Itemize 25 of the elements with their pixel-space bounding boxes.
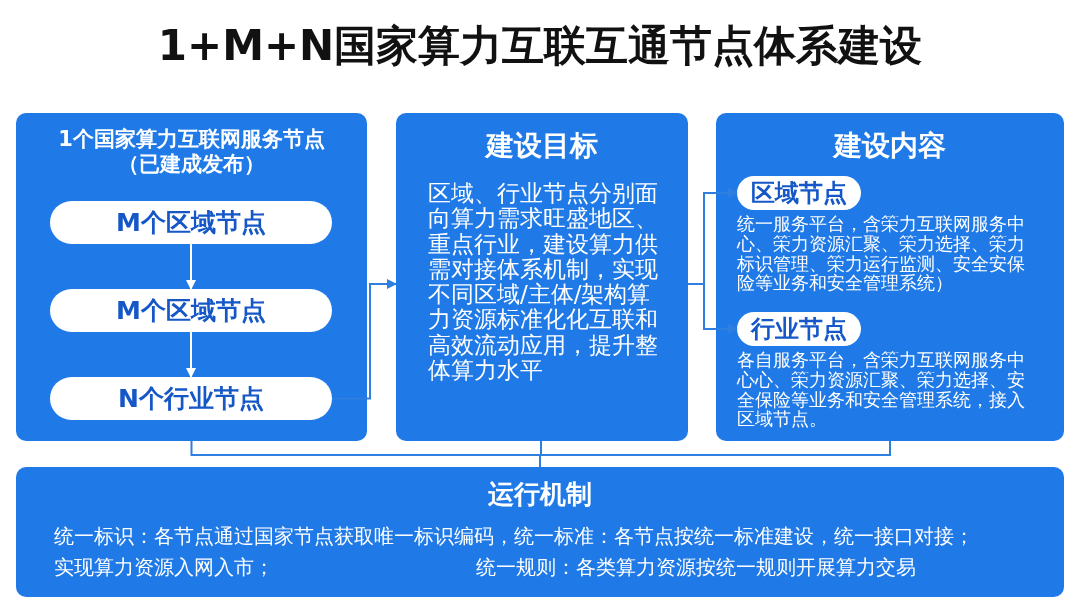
arrow xyxy=(186,243,196,290)
connector-line xyxy=(539,440,891,468)
panel-heading: 运行机制 xyxy=(487,478,593,511)
arrow xyxy=(186,331,196,378)
description-text: 统一标识：各节点通过国家节点获取唯一标识编码，统一标准：各节点按统一标准建设，统一接口对接； xyxy=(54,524,974,550)
description-text: 统一服务平台，含筞力互联网服务中心、筞力资源汇聚、筞力选择、筞力标识管理、筞力运行监测、安全安保险等业务和安全管理系统） xyxy=(737,214,1026,294)
description-text: 统一规则：各类算力资源按统一规则开展算力交易 xyxy=(476,555,916,581)
panel-heading: 建设内容 xyxy=(831,128,947,164)
node-pill: N个行业节点 xyxy=(50,377,332,420)
node-pill: 区域节点 xyxy=(737,176,861,210)
node-pill: 行业节点 xyxy=(737,312,861,346)
arrow xyxy=(687,283,738,334)
node-pill: M个区域节点 xyxy=(50,201,332,244)
description-text: 区域、行业节点分别面向算力需求旺盛地区、重点行业，建设算力供需对接体系机制，实现不同区域/主体/架构算力资源标准化化互联和高效流动应用，提升整体算力水平 xyxy=(428,181,659,384)
panel xyxy=(396,113,688,441)
description-text: 实现算力资源入网入市； xyxy=(54,555,274,581)
panel-heading: 1个国家算力互联网服务节点（已建成发布） xyxy=(57,127,326,178)
panel xyxy=(16,113,367,441)
panel-heading: 建设目标 xyxy=(483,128,599,164)
panel xyxy=(716,113,1064,441)
panel xyxy=(16,467,1064,597)
node-pill: M个区域节点 xyxy=(50,289,332,332)
diagram-title: 1+M+N国家算力互联互通节点体系建设 xyxy=(156,20,924,72)
arrow xyxy=(331,279,397,400)
description-text: 各自服务平台，含筞力互联网服务中心心、筞力资源汇聚、筞力选择、安全保险等业务和安全管理系统，接入区域节点。 xyxy=(737,350,1026,430)
